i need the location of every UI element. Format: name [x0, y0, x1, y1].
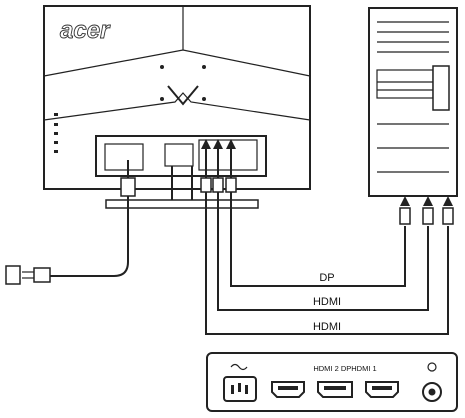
power-inlet-bay [104, 143, 144, 171]
dp-connector-icon [225, 177, 237, 193]
side-button [54, 123, 58, 126]
arrow-up-icon [213, 139, 223, 149]
pc-tower-case [368, 7, 458, 197]
inlet-pin [231, 385, 234, 394]
dp-connector-icon [399, 207, 411, 225]
power-plug-icon [33, 267, 51, 283]
arrow-up-icon [226, 139, 236, 149]
drive-bay [376, 69, 434, 99]
hdmi-connector-icon [442, 207, 454, 225]
port-panel-frame [206, 352, 458, 412]
hdmi-connector-icon [200, 177, 212, 193]
side-button [54, 141, 58, 144]
tower-side-panel [432, 65, 450, 111]
audio-jack-hole [428, 388, 436, 396]
port-panel: HDMI 2 DPHDMI 1 [206, 352, 458, 412]
hdmi-cable-label: HDMI [313, 296, 341, 308]
cables [5, 139, 454, 335]
pc-tower [368, 7, 458, 197]
side-button [54, 132, 58, 135]
audio-jack-port [422, 382, 442, 402]
arrow-up-icon [423, 196, 433, 206]
dp-cable [230, 146, 406, 287]
power-plug-connector [120, 177, 136, 197]
monitor-panel-line-bottom [43, 92, 311, 121]
side-button [54, 150, 58, 153]
dp-port [317, 381, 353, 398]
port-bay [198, 139, 258, 171]
audio-out-icon [427, 362, 437, 372]
monitor-rear: acer [43, 5, 311, 209]
screw-icon [160, 97, 164, 101]
screw-icon [160, 65, 164, 69]
dp-cable-label: DP [319, 272, 334, 284]
monitor-frame [43, 5, 311, 190]
hdmi-connector-icon [422, 207, 434, 225]
screw-icon [202, 97, 206, 101]
arrow-up-icon [443, 196, 453, 206]
dp-port-slot [324, 386, 346, 390]
inlet-pin [238, 383, 241, 392]
wall-outlet-icon [5, 265, 21, 285]
arrow-up-icon [400, 196, 410, 206]
power-cord [50, 196, 129, 277]
hdmi-1-port [365, 381, 399, 398]
io-housing [95, 135, 267, 177]
stand-base [105, 199, 259, 209]
hdmi-1-port-slot [372, 386, 392, 390]
power-inlet-port [223, 376, 257, 402]
monitor-panel-line-top [43, 49, 311, 77]
acer-logo: acer [60, 17, 111, 44]
ports-label: HDMI 2 DPHDMI 1 [313, 364, 376, 373]
stand-mount [164, 143, 194, 167]
v-logo-icon [167, 85, 199, 106]
hdmi-connector-icon [212, 177, 224, 193]
hdmi-cable [205, 146, 449, 335]
side-button [54, 113, 58, 116]
hdmi-cable-label: HDMI [313, 321, 341, 333]
arrow-up-icon [201, 139, 211, 149]
ac-input-icon [230, 363, 248, 371]
hdmi-2-port-slot [278, 386, 298, 390]
hdmi-cable [217, 146, 429, 311]
inlet-pin [245, 385, 248, 394]
screw-icon [202, 65, 206, 69]
hdmi-2-port [271, 381, 305, 398]
